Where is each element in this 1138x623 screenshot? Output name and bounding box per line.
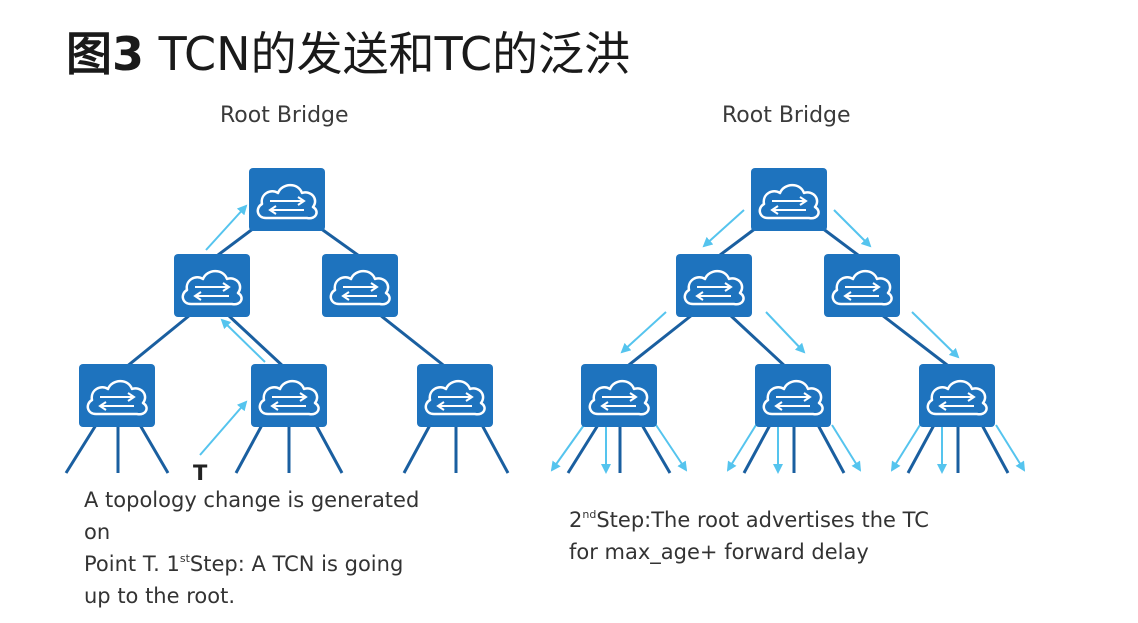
- left-caption-line: A topology change is generated: [84, 488, 420, 512]
- left-caption-line: up to the root.: [84, 584, 235, 608]
- leaf-link: [640, 424, 672, 474]
- root-bridge-label-left: Root Bridge: [220, 103, 349, 128]
- leaf-link: [234, 424, 264, 474]
- link-root-right-mid: [319, 226, 363, 260]
- tc-arrow: [655, 424, 688, 472]
- right-caption-step-sup: nd: [582, 508, 597, 521]
- figure-title: 图3 TCN的发送和TC的泛洪: [66, 22, 630, 86]
- left-caption: A topology change is generated on Point …: [84, 484, 484, 612]
- left-caption-step-post: Step: A TCN is going: [189, 552, 404, 576]
- link-root-right-mid: [821, 226, 863, 260]
- left-root-bridge-switch-icon: [247, 166, 327, 233]
- left-tcn-arrows: [199, 204, 266, 456]
- root-bridge-label-right: Root Bridge: [722, 103, 851, 128]
- left-bottom1-switch-icon: [77, 362, 157, 429]
- left-caption-step-pre: Point T. 1: [84, 552, 180, 576]
- link-mid-bottom2: [728, 313, 789, 370]
- leaf-link: [566, 424, 600, 474]
- right-bottom3-switch-icon: [917, 362, 997, 429]
- right-caption-line: for max_age+ forward delay: [569, 540, 869, 564]
- leaf-link: [402, 424, 432, 474]
- link-mid-bottom1: [124, 313, 191, 370]
- tc-arrow: [550, 424, 585, 472]
- left-caption-line: Point T. 1stStep: A TCN is going: [84, 548, 484, 580]
- tc-arrow: [890, 424, 921, 472]
- leaf-link: [138, 424, 170, 474]
- link-right-bottom3: [881, 313, 952, 370]
- right-right-switch-icon: [822, 252, 902, 319]
- figure-title-prefix: 图: [66, 27, 112, 81]
- leaf-link: [742, 424, 772, 474]
- tc-arrow: [833, 209, 872, 248]
- right-mid-switch-icon: [674, 252, 754, 319]
- tc-arrow: [995, 424, 1026, 472]
- right-caption-step-pre: 2: [569, 508, 583, 532]
- right-tc-arrows: [550, 209, 1026, 474]
- tc-arrow: [911, 311, 960, 359]
- leaf-link: [480, 424, 510, 474]
- right-root-bridge-switch-icon: [749, 166, 829, 233]
- right-caption: 2ndStep:The root advertises the TC for m…: [569, 504, 1029, 568]
- tc-arrow: [620, 311, 667, 354]
- figure-title-number: 3: [112, 27, 145, 81]
- left-bottom2-switch-icon: [249, 362, 329, 429]
- right-tree-links: [566, 226, 1010, 474]
- right-bottom1-switch-icon: [579, 362, 659, 429]
- left-caption-step-sup: st: [179, 552, 190, 565]
- right-bottom2-switch-icon: [753, 362, 833, 429]
- leaf-link: [816, 424, 846, 474]
- link-root-left-mid: [213, 226, 255, 260]
- leaf-link: [64, 424, 98, 474]
- tc-arrow: [726, 424, 757, 472]
- right-caption-step-post: Step:The root advertises the TC: [596, 508, 929, 532]
- link-mid-bottom1: [624, 313, 693, 370]
- tc-arrow: [831, 424, 862, 472]
- left-right-switch-icon: [320, 252, 400, 319]
- left-mid-switch-icon: [172, 252, 252, 319]
- right-caption-line: 2ndStep:The root advertises the TC: [569, 504, 1029, 536]
- leaf-link: [980, 424, 1010, 474]
- tc-arrow: [765, 311, 806, 354]
- left-tree-links: [64, 226, 510, 474]
- link-right-bottom3: [379, 313, 448, 370]
- left-bottom3-switch-icon: [415, 362, 495, 429]
- figure-title-text: TCN的发送和TC的泛洪: [144, 27, 631, 81]
- link-root-left-mid: [715, 226, 757, 260]
- left-caption-line: on: [84, 520, 111, 544]
- leaf-link: [314, 424, 344, 474]
- tcn-arrow-mid-to-root: [205, 204, 248, 251]
- leaf-link: [906, 424, 936, 474]
- point-t-marker: T: [193, 461, 208, 485]
- tcn-arrow-t-to-bridge: [199, 400, 248, 456]
- tc-arrow: [702, 209, 745, 248]
- tcn-arrow-bridge-to-mid: [220, 318, 266, 363]
- link-mid-bottom2: [226, 313, 287, 370]
